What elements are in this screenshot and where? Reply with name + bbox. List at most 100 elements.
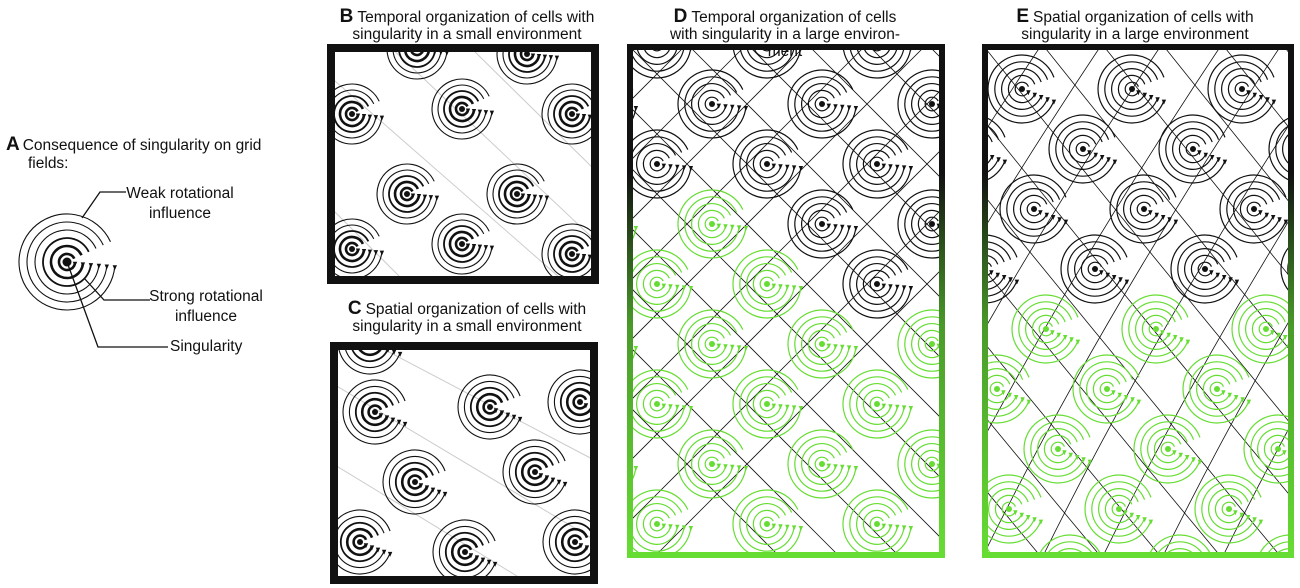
field-arrowhead (550, 477, 556, 483)
field-arrowhead (542, 54, 548, 60)
grid-line (1221, 44, 1294, 135)
field-arrowhead (730, 464, 735, 470)
field-arrowhead (888, 284, 893, 290)
field-ring (787, 69, 857, 139)
grid-field-icon (897, 309, 945, 379)
field-ring (1177, 241, 1232, 297)
field-ring (759, 516, 775, 532)
field-arrowhead (1106, 157, 1111, 163)
field-arrowhead (826, 343, 831, 349)
grid-line (627, 44, 748, 165)
field-arrowhead (1038, 210, 1043, 216)
grid-field-icon (987, 54, 1057, 124)
grid-field-icon (330, 509, 393, 575)
field-arrowhead (1210, 155, 1215, 160)
field-arrowhead (583, 403, 589, 409)
field-arrowhead (681, 405, 687, 411)
panel-b-title-line-2: singularity in a small environment (352, 26, 582, 43)
field-ring (1189, 361, 1244, 417)
field-arrowhead (853, 466, 859, 471)
field-arrowhead (730, 104, 735, 110)
singularity-dot-icon (524, 51, 530, 57)
singularity-dot-icon (874, 281, 880, 287)
field-arrowhead (544, 475, 550, 481)
field-arrowhead (798, 406, 804, 411)
panel-b-diagram (327, 44, 599, 284)
field-ring (739, 136, 795, 192)
field-ring (1245, 308, 1286, 350)
field-arrowhead (989, 270, 994, 276)
field-arrowhead (1215, 272, 1220, 278)
field-ring (677, 429, 747, 499)
field-ring (691, 443, 733, 485)
field-ring (739, 256, 795, 312)
singularity-dot-icon (929, 221, 935, 227)
field-arrowhead (532, 194, 538, 200)
field-ring (1080, 254, 1109, 284)
grid-field-icon (1231, 294, 1294, 364)
singularity-dot-icon (764, 401, 770, 407)
field-ring (399, 186, 415, 202)
field-ring (1014, 81, 1029, 97)
field-ring (982, 481, 1036, 537)
field-ring (677, 69, 747, 139)
field-arrowhead (468, 553, 474, 559)
field-arrowhead (1240, 397, 1245, 403)
field-arrowhead (778, 284, 783, 290)
field-ring (739, 496, 795, 552)
grid-field-icon (18, 213, 117, 311)
field-ring (794, 436, 850, 492)
field-arrowhead (363, 543, 369, 549)
grid-field-icon (1011, 294, 1081, 364)
field-arrowhead (402, 421, 408, 427)
field-arrowhead (743, 226, 749, 231)
field-ring (344, 241, 360, 257)
field-ring (684, 76, 740, 132)
field-ring (1214, 494, 1243, 524)
field-ring (1062, 128, 1103, 170)
field-arrowhead (778, 524, 783, 530)
field-ring (1121, 294, 1189, 364)
field-ring (1140, 421, 1195, 477)
singularity-dot-icon (459, 106, 465, 112)
field-arrowhead (778, 404, 783, 410)
field-ring (691, 203, 733, 245)
field-ring (444, 531, 484, 573)
field-ring (1072, 354, 1140, 424)
field-arrowhead (688, 406, 694, 411)
panel-a-title-line-1: Consequence of singularity on grid (22, 137, 262, 154)
singularity-dot-icon (1104, 386, 1110, 392)
panel-c-title-line-1: Spatial organization of cells with (365, 301, 587, 318)
field-arrowhead (390, 417, 396, 423)
field-arrowhead (1161, 215, 1166, 220)
field-arrowhead (1014, 279, 1020, 285)
grid-field-icon (842, 489, 914, 558)
field-arrowhead (486, 559, 492, 565)
field-ring (1147, 534, 1213, 558)
field-ring (1091, 481, 1146, 537)
singularity-dot-icon (1019, 86, 1025, 92)
field-arrowhead (1093, 152, 1098, 158)
field-arrowhead (1258, 210, 1263, 216)
field-arrowhead (384, 415, 390, 421)
panel-d-diagram (627, 44, 945, 558)
field-ring (746, 263, 788, 305)
field-arrowhead (688, 526, 694, 531)
field-arrowhead (1100, 155, 1105, 160)
field-arrowhead (785, 164, 790, 170)
field-arrowhead (688, 286, 694, 291)
field-ring (354, 391, 394, 433)
field-arrowhead (1246, 399, 1252, 405)
grid-field-icon (1109, 174, 1179, 244)
field-arrowhead (785, 284, 790, 290)
field-ring (1038, 321, 1053, 337)
field-arrowhead (489, 245, 495, 251)
field-arrowhead (736, 465, 742, 471)
singularity-dot-icon (874, 161, 880, 167)
field-ring (1270, 441, 1285, 457)
field-ring (807, 209, 837, 239)
field-arrowhead (430, 487, 436, 493)
field-ring (697, 329, 727, 359)
field-ring (1007, 74, 1036, 104)
